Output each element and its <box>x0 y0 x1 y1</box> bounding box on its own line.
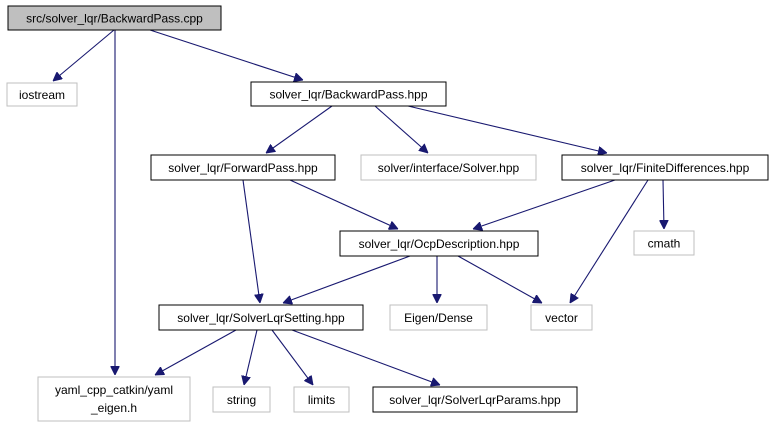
edge-backward-solver-iface <box>374 105 428 153</box>
edge-root-iostream <box>53 29 115 81</box>
node-backward-hpp[interactable]: solver_lqr/BackwardPass.hpp <box>250 81 447 107</box>
node-eigen-dense[interactable]: Eigen/Dense <box>389 304 488 331</box>
node-setting-hpp-label: solver_lqr/SolverLqrSetting.hpp <box>177 311 345 325</box>
node-limits[interactable]: limits <box>293 386 350 413</box>
node-yaml-eigen-label-line2: _eigen.h <box>90 401 137 415</box>
node-params-hpp[interactable]: solver_lqr/SolverLqrParams.hpp <box>372 386 578 413</box>
node-finite-diff-label: solver_lqr/FiniteDifferences.hpp <box>581 161 750 175</box>
node-setting-hpp[interactable]: solver_lqr/SolverLqrSetting.hpp <box>158 304 364 331</box>
edge-setting-limits <box>271 329 313 385</box>
node-eigen-dense-label: Eigen/Dense <box>404 311 473 325</box>
edge-ocp-setting <box>283 255 411 303</box>
edges <box>53 29 664 385</box>
node-iostream-label: iostream <box>19 88 65 102</box>
node-yaml-eigen-label-line1: yaml_cpp_catkin/yaml <box>55 383 173 397</box>
edge-forward-setting <box>242 179 260 303</box>
node-ocp-desc[interactable]: solver_lqr/OcpDescription.hpp <box>339 230 539 257</box>
edge-backward-forward <box>266 105 333 153</box>
node-vector-label: vector <box>545 311 578 325</box>
node-cmath[interactable]: cmath <box>633 230 695 256</box>
edge-backward-finite-diff <box>407 105 607 153</box>
node-limits-label: limits <box>308 393 335 407</box>
node-forward-hpp[interactable]: solver_lqr/ForwardPass.hpp <box>150 154 336 181</box>
edge-finite-ocp <box>473 179 616 229</box>
node-forward-hpp-label: solver_lqr/ForwardPass.hpp <box>168 161 318 175</box>
nodes: src/solver_lqr/BackwardPass.cpp iostream… <box>6 5 769 422</box>
node-iostream[interactable]: iostream <box>6 82 78 107</box>
node-finite-diff[interactable]: solver_lqr/FiniteDifferences.hpp <box>561 154 769 181</box>
edge-ocp-vector <box>457 255 542 303</box>
node-ocp-desc-label: solver_lqr/OcpDescription.hpp <box>359 237 520 251</box>
node-params-hpp-label: solver_lqr/SolverLqrParams.hpp <box>389 393 561 407</box>
node-string[interactable]: string <box>212 386 271 413</box>
node-root[interactable]: src/solver_lqr/BackwardPass.cpp <box>7 5 222 31</box>
node-yaml-eigen[interactable]: yaml_cpp_catkin/yaml _eigen.h <box>37 376 191 422</box>
edge-setting-params <box>291 329 440 385</box>
node-string-label: string <box>227 393 256 407</box>
edge-forward-ocp <box>289 179 398 229</box>
node-solver-iface[interactable]: solver/interface/Solver.hpp <box>360 154 537 181</box>
edge-root-backward-hpp <box>149 29 303 80</box>
node-vector[interactable]: vector <box>530 304 593 331</box>
node-solver-iface-label: solver/interface/Solver.hpp <box>378 161 520 175</box>
edge-setting-yaml-eigen <box>155 329 237 375</box>
node-root-label: src/solver_lqr/BackwardPass.cpp <box>26 12 203 26</box>
edge-finite-vector <box>570 179 649 303</box>
edge-finite-cmath <box>663 179 664 229</box>
edge-setting-string <box>244 329 258 385</box>
node-backward-hpp-label: solver_lqr/BackwardPass.hpp <box>269 88 427 102</box>
node-cmath-label: cmath <box>648 237 681 251</box>
